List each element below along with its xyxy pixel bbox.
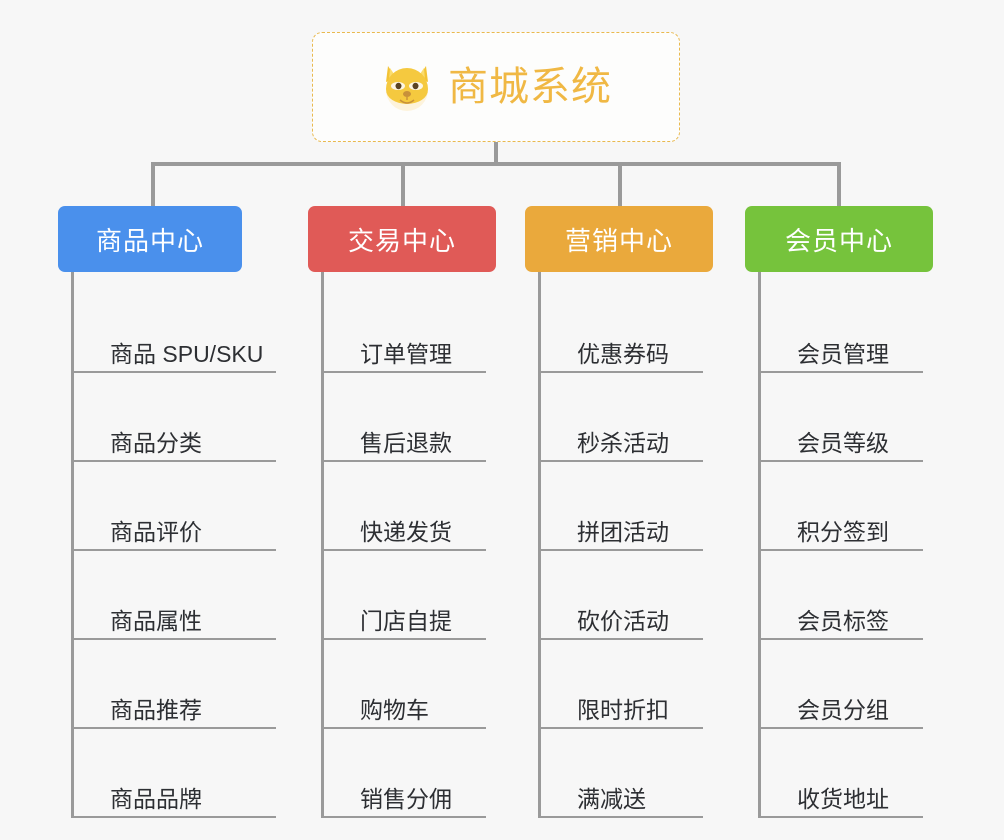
leaf-label: 拼团活动 (577, 518, 669, 545)
leaf-label: 限时折扣 (577, 696, 669, 723)
list-item[interactable]: 销售分佣 (324, 729, 486, 818)
leaf-label: 商品品牌 (110, 785, 202, 812)
list-item[interactable]: 拼团活动 (541, 462, 703, 551)
leaf-label: 商品推荐 (110, 696, 202, 723)
leaf-label: 售后退款 (360, 429, 452, 456)
leaf-label: 会员管理 (797, 340, 889, 367)
list-item[interactable]: 会员等级 (761, 373, 923, 462)
branch-header-trade[interactable]: 交易中心 (308, 206, 496, 272)
list-item[interactable]: 砍价活动 (541, 551, 703, 640)
branch-header-member[interactable]: 会员中心 (745, 206, 933, 272)
leaf-label: 砍价活动 (577, 607, 669, 634)
list-item[interactable]: 会员分组 (761, 640, 923, 729)
shiba-dog-face-icon (380, 62, 434, 112)
list-item[interactable]: 商品品牌 (74, 729, 276, 818)
branch-header-label: 会员中心 (784, 225, 893, 256)
leaf-label: 会员等级 (797, 429, 889, 456)
connector-drop-2 (401, 162, 405, 208)
branch-header-product[interactable]: 商品中心 (58, 206, 242, 272)
leaf-list-product: 商品 SPU/SKU 商品分类 商品评价 商品属性 商品推荐 商品品牌 (71, 272, 278, 818)
branch-header-label: 营销中心 (564, 225, 673, 256)
leaf-label: 商品属性 (110, 607, 202, 634)
leaf-label: 快递发货 (360, 518, 452, 545)
leaf-label: 门店自提 (360, 607, 452, 634)
list-item[interactable]: 商品分类 (74, 373, 276, 462)
leaf-label: 收货地址 (797, 785, 889, 812)
list-item[interactable]: 优惠券码 (541, 284, 703, 373)
list-item[interactable]: 购物车 (324, 640, 486, 729)
branch-header-label: 交易中心 (347, 225, 456, 256)
connector-root-stem (494, 142, 498, 164)
branch-column-trade: 交易中心 订单管理 售后退款 快递发货 门店自提 购物车 销售分佣 (308, 206, 496, 818)
leaf-list-marketing: 优惠券码 秒杀活动 拼团活动 砍价活动 限时折扣 满减送 (538, 272, 713, 818)
leaf-label: 秒杀活动 (577, 429, 669, 456)
list-item[interactable]: 满减送 (541, 729, 703, 818)
connector-horizontal-bus (151, 162, 841, 166)
list-item[interactable]: 收货地址 (761, 729, 923, 818)
leaf-label: 销售分佣 (360, 785, 452, 812)
leaf-label: 商品分类 (110, 429, 202, 456)
list-item[interactable]: 商品评价 (74, 462, 276, 551)
list-item[interactable]: 快递发货 (324, 462, 486, 551)
branch-column-product: 商品中心 商品 SPU/SKU 商品分类 商品评价 商品属性 商品推荐 商品品牌 (58, 206, 278, 818)
list-item[interactable]: 商品推荐 (74, 640, 276, 729)
list-item[interactable]: 秒杀活动 (541, 373, 703, 462)
leaf-label: 订单管理 (360, 340, 452, 367)
connector-drop-1 (151, 162, 155, 208)
leaf-label: 商品 SPU/SKU (110, 340, 264, 367)
connector-drop-4 (837, 162, 841, 208)
root-node[interactable]: 商城系统 (312, 32, 680, 142)
leaf-label: 积分签到 (797, 518, 889, 545)
branch-column-member: 会员中心 会员管理 会员等级 积分签到 会员标签 会员分组 收货地址 (745, 206, 933, 818)
list-item[interactable]: 售后退款 (324, 373, 486, 462)
list-item[interactable]: 商品 SPU/SKU (74, 284, 276, 373)
leaf-list-trade: 订单管理 售后退款 快递发货 门店自提 购物车 销售分佣 (321, 272, 496, 818)
leaf-label: 满减送 (577, 785, 646, 812)
root-label: 商城系统 (448, 65, 612, 109)
list-item[interactable]: 会员标签 (761, 551, 923, 640)
branch-header-label: 商品中心 (95, 225, 204, 256)
list-item[interactable]: 会员管理 (761, 284, 923, 373)
list-item[interactable]: 限时折扣 (541, 640, 703, 729)
leaf-label: 会员标签 (797, 607, 889, 634)
leaf-label: 优惠券码 (577, 340, 669, 367)
branch-header-marketing[interactable]: 营销中心 (525, 206, 713, 272)
connector-drop-3 (618, 162, 622, 208)
list-item[interactable]: 商品属性 (74, 551, 276, 640)
leaf-list-member: 会员管理 会员等级 积分签到 会员标签 会员分组 收货地址 (758, 272, 933, 818)
list-item[interactable]: 门店自提 (324, 551, 486, 640)
list-item[interactable]: 订单管理 (324, 284, 486, 373)
leaf-label: 会员分组 (797, 696, 889, 723)
leaf-label: 购物车 (360, 696, 429, 723)
leaf-label: 商品评价 (110, 518, 202, 545)
branch-column-marketing: 营销中心 优惠券码 秒杀活动 拼团活动 砍价活动 限时折扣 满减送 (525, 206, 713, 818)
list-item[interactable]: 积分签到 (761, 462, 923, 551)
